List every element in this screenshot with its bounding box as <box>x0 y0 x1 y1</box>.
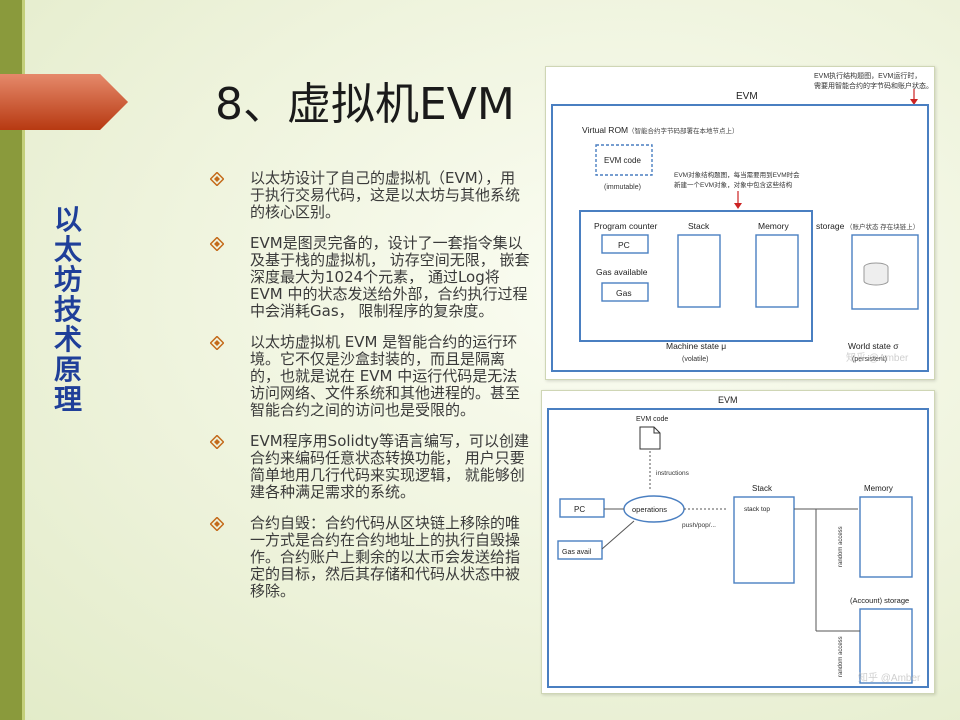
gas-label: Gas <box>616 288 632 298</box>
bullet-text: 合约自毁：合约代码从区块链上移除的唯一方式是合约在合约地址上的执行自毁操作。合约… <box>250 514 521 600</box>
diagram2-memory-label: Memory <box>864 484 893 493</box>
diamond-bullet-icon <box>210 237 224 251</box>
list-item: 合约自毁：合约代码从区块链上移除的唯一方式是合约在合约地址上的执行自毁操作。合约… <box>210 515 530 600</box>
operations-label: operations <box>632 505 667 514</box>
list-item: EVM是图灵完备的，设计了一套指令集以及基于栈的虚拟机， 访存空间无限， 嵌套深… <box>210 235 530 320</box>
list-item: EVM程序用Solidty等语言编写，可以创建合约来编码任意状态转换功能， 用户… <box>210 433 530 501</box>
program-counter-label: Program counter <box>594 221 657 231</box>
diagram2-evm-code: EVM code <box>636 416 668 423</box>
title-arrow-icon <box>0 74 128 130</box>
storage-note: （账户状态 存在块链上） <box>846 222 919 231</box>
evm-outer-frame <box>551 104 929 372</box>
persistent-label: (persistent) <box>852 356 887 363</box>
bullet-text: EVM是图灵完备的，设计了一套指令集以及基于栈的虚拟机， 访存空间无限， 嵌套深… <box>250 234 530 320</box>
gas-box <box>601 282 649 302</box>
diagram2-watermark: 知乎 @Amber <box>858 671 921 684</box>
database-icon <box>863 262 889 286</box>
diagram2-stack-box <box>733 496 795 584</box>
account-storage-label: (Account) storage <box>850 596 909 605</box>
mid-note-arrow-head-icon <box>734 203 742 209</box>
diagram2-pc-label: PC <box>574 505 585 514</box>
left-accent-bar-edge <box>22 0 25 720</box>
evm-code-box <box>595 144 653 176</box>
diagram1-evm-label: EVM <box>736 91 758 102</box>
storage-box <box>851 234 919 310</box>
gas-avail-box <box>557 540 603 560</box>
random-access-label-2: random access <box>838 636 844 677</box>
evm-runtime-frame <box>547 408 929 688</box>
instructions-label: instructions <box>656 470 690 477</box>
page-title: 8、虚拟机EVM <box>215 79 515 130</box>
bullet-text: EVM程序用Solidty等语言编写，可以创建合约来编码任意状态转换功能， 用户… <box>250 432 529 501</box>
virtual-rom-note: （智能合约字节码部署在本地节点上） <box>628 126 739 135</box>
gas-available-label: Gas available <box>596 267 648 277</box>
diamond-bullet-icon <box>210 172 224 186</box>
machine-state-label: Machine state μ <box>666 341 726 351</box>
left-accent-bar <box>0 0 22 720</box>
list-item: 以太坊虚拟机 EVM 是智能合约的运行环境。它不仅是沙盒封装的，而且是隔离的，也… <box>210 334 530 419</box>
stack-label: Stack <box>688 221 710 231</box>
pc-label: PC <box>618 240 630 250</box>
gas-avail-label: Gas avail <box>562 549 592 556</box>
diagram1-mid-note-2: 新建一个EVM对象，对象中包含这些结构 <box>674 180 793 189</box>
memory-box <box>755 234 799 308</box>
storage-label: storage <box>816 221 845 231</box>
top-note-arrow-head-icon <box>910 99 918 105</box>
diagram2-stack-label: Stack <box>752 484 773 493</box>
diagram1-top-note-2: 需要用智能合约的字节码和账户状态。 <box>814 81 933 90</box>
diagram2-memory-box <box>859 496 913 578</box>
immutable-label: (immutable) <box>604 184 641 191</box>
machine-state-frame <box>579 210 813 342</box>
diamond-bullet-icon <box>210 336 224 350</box>
memory-label: Memory <box>758 221 789 231</box>
diagram2-evm-label: EVM <box>718 395 738 405</box>
document-icon <box>639 426 661 450</box>
evm-runtime-diagram: EVM EVM code instructions PC operations … <box>541 390 935 694</box>
diagram1-mid-note-1: EVM对象结构题图，每当需要用到EVM时会 <box>674 170 800 179</box>
evm-structure-diagram: EVM执行结构题图，EVM运行时， 需要用智能合约的字节码和账户状态。 EVM … <box>545 66 935 380</box>
diamond-bullet-icon <box>210 435 224 449</box>
bullet-text: 以太坊虚拟机 EVM 是智能合约的运行环境。它不仅是沙盒封装的，而且是隔离的，也… <box>250 333 521 419</box>
side-title: 以太坊技术原理 <box>53 203 82 416</box>
world-state-label: World state σ <box>848 341 899 351</box>
stack-top-label: stack top <box>744 506 770 513</box>
list-item: 以太坊设计了自己的虚拟机（EVM），用于执行交易代码，这是以太坊与其他系统的核心… <box>210 170 530 221</box>
diagram1-watermark: 知乎 @Amber <box>846 351 909 364</box>
volatile-label: (volatile) <box>682 356 708 363</box>
pc-box <box>601 234 649 254</box>
evm-code-label: EVM code <box>604 156 641 165</box>
virtual-rom-label: Virtual ROM <box>582 125 628 135</box>
diagram1-top-note-1: EVM执行结构题图，EVM运行时， <box>814 71 921 80</box>
gas-operations-connector <box>601 520 635 550</box>
pc-box <box>559 498 605 518</box>
bullet-list: 以太坊设计了自己的虚拟机（EVM），用于执行交易代码，这是以太坊与其他系统的核心… <box>210 170 530 614</box>
random-access-label-1: random access <box>838 526 844 567</box>
evm-runtime-svg: EVM EVM code instructions PC operations … <box>547 395 929 688</box>
account-storage-box <box>859 608 913 684</box>
diamond-bullet-icon <box>210 517 224 531</box>
stack-box <box>677 234 721 308</box>
bullet-text: 以太坊设计了自己的虚拟机（EVM），用于执行交易代码，这是以太坊与其他系统的核心… <box>250 169 521 221</box>
push-pop-label: push/pop/... <box>682 522 716 529</box>
evm-structure-svg: EVM执行结构题图，EVM运行时， 需要用智能合约的字节码和账户状态。 EVM … <box>551 71 933 372</box>
